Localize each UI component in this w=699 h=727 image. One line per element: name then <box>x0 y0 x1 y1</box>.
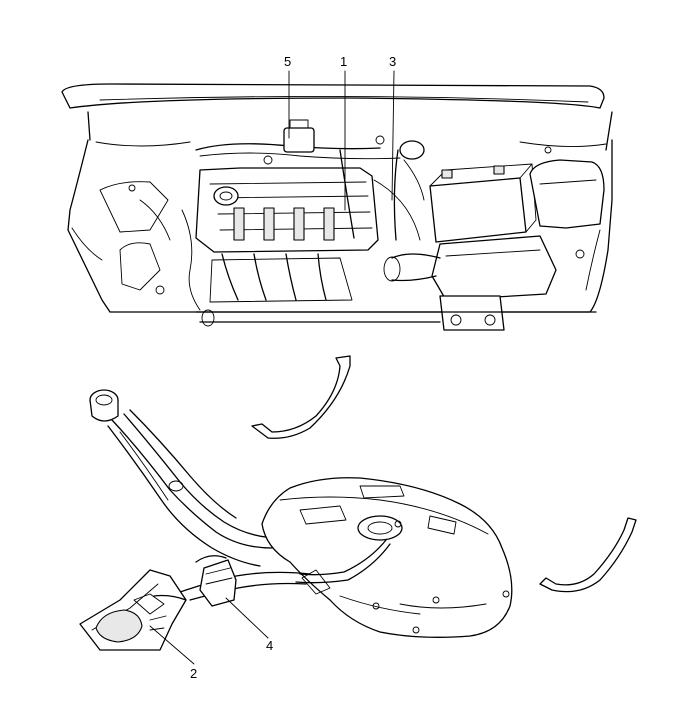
callout-1: 1 <box>340 54 347 69</box>
callout-labels: 5 1 3 4 2 <box>190 54 396 681</box>
leader-lines <box>149 70 395 665</box>
engine-compartment-drawing <box>61 83 613 331</box>
callout-4: 4 <box>266 638 273 653</box>
callout-3: 3 <box>389 54 396 69</box>
leader-line-2 <box>149 625 195 665</box>
leader-line-4 <box>225 597 269 639</box>
leader-line-3 <box>391 70 395 201</box>
fuel-system-drawing <box>79 355 637 651</box>
callout-5: 5 <box>284 54 291 69</box>
callout-2: 2 <box>190 666 197 681</box>
